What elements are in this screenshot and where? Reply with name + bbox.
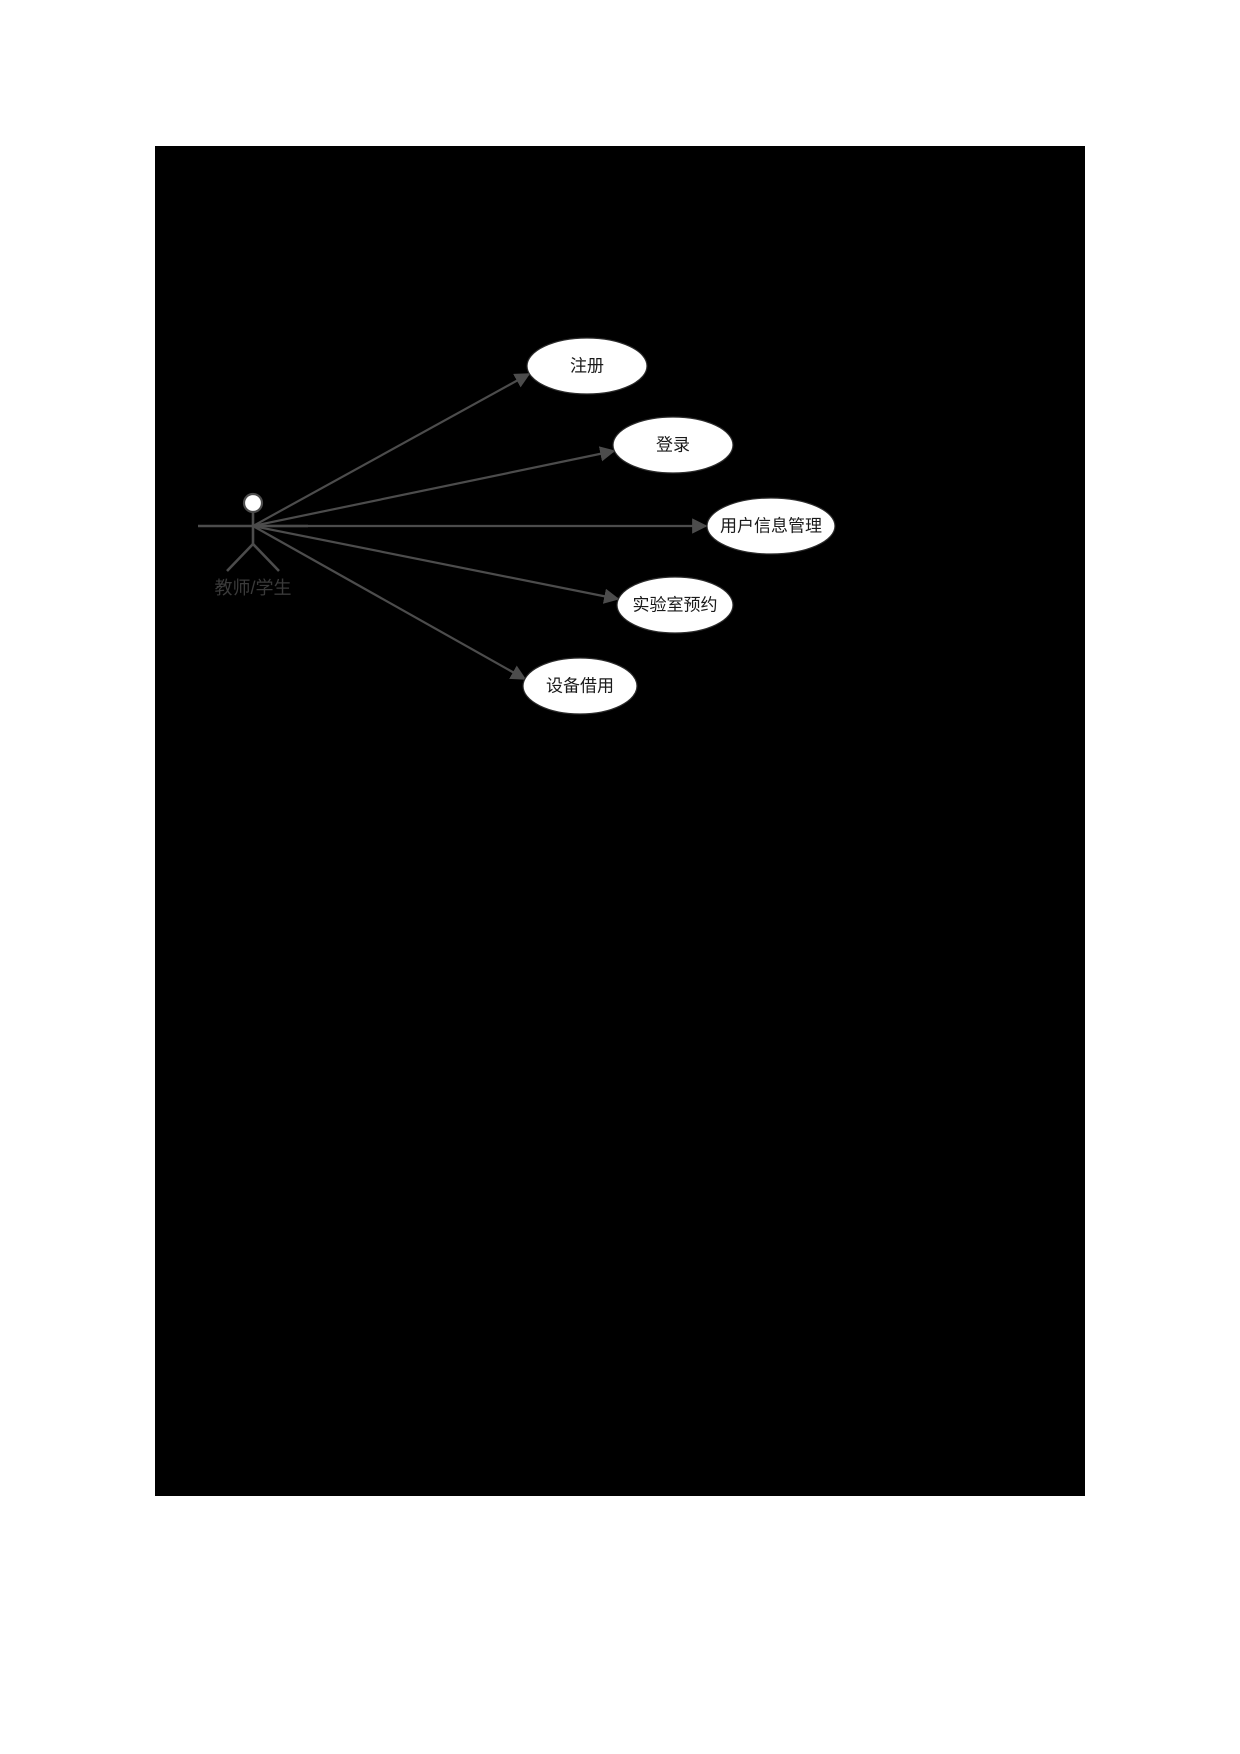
- use-case-label: 注册: [570, 356, 604, 375]
- actor-teacher-student[interactable]: 教师/学生: [198, 492, 308, 598]
- actor-leg-right-line: [252, 543, 280, 572]
- association-equipment: [252, 525, 527, 680]
- use-case-login[interactable]: 登录: [612, 416, 734, 474]
- association-register: [252, 373, 531, 527]
- association-login: [252, 446, 616, 528]
- actor-label: 教师/学生: [214, 578, 291, 598]
- use-case-equipment[interactable]: 设备借用: [522, 657, 638, 715]
- use-case-ellipse[interactable]: [616, 576, 734, 634]
- use-case-register[interactable]: 注册: [526, 337, 648, 395]
- use-case-user-info[interactable]: 用户信息管理: [706, 497, 836, 555]
- use-case-label: 实验室预约: [633, 595, 718, 614]
- use-case-ellipse[interactable]: [612, 416, 734, 474]
- actor-leg-left-line: [226, 543, 254, 572]
- association-lab-booking: [252, 524, 620, 604]
- use-case-label: 设备借用: [546, 676, 614, 695]
- actor-head-icon: [242, 492, 264, 514]
- use-case-label: 用户信息管理: [720, 516, 822, 535]
- use-case-diagram: 教师/学生 注册 登录 用户信息管理 实验室预约 设备借用: [198, 337, 836, 715]
- association-lines: [252, 373, 708, 680]
- use-case-label: 登录: [656, 435, 690, 454]
- use-case-ellipse[interactable]: [526, 337, 648, 395]
- use-case-ellipse[interactable]: [706, 497, 836, 555]
- use-case-lab-booking[interactable]: 实验室预约: [616, 576, 734, 634]
- use-case-ellipse[interactable]: [522, 657, 638, 715]
- diagram-canvas: 教师/学生 注册 登录 用户信息管理 实验室预约 设备借用: [155, 146, 1085, 1496]
